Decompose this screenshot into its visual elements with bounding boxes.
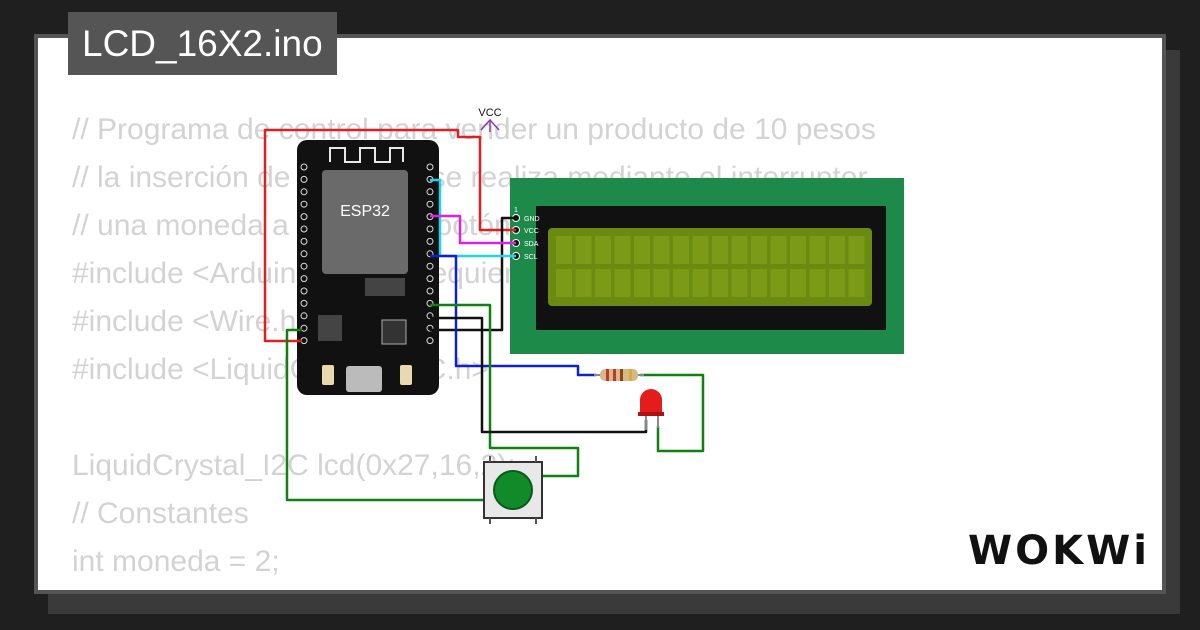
- wire-blue-led: [430, 254, 596, 377]
- esp32-pin[interactable]: [300, 163, 308, 171]
- wire-green-led: [640, 373, 705, 453]
- esp32-pin[interactable]: [426, 163, 434, 171]
- usb-uart-chip: [381, 319, 407, 345]
- lcd-character-cell: [595, 269, 611, 297]
- esp32-shield-tab: [365, 278, 405, 296]
- esp32-pin[interactable]: [300, 324, 308, 332]
- esp32-pin[interactable]: [300, 312, 308, 320]
- file-title: LCD_16X2.ino: [68, 12, 337, 75]
- pushbutton-green[interactable]: [493, 470, 533, 510]
- esp32-pin[interactable]: [300, 237, 308, 245]
- esp32-pin[interactable]: [426, 200, 434, 208]
- esp32-pin[interactable]: [300, 287, 308, 295]
- lcd-character-cell: [595, 236, 611, 264]
- lcd-character-cell: [790, 269, 806, 297]
- esp32-pin[interactable]: [426, 188, 434, 196]
- lcd-character-cell: [692, 236, 709, 264]
- code-line: #include <Wire.h>: [72, 305, 314, 338]
- boot-button[interactable]: [322, 365, 334, 385]
- code-line: // Constantes: [72, 497, 249, 530]
- lcd-character-cell: [614, 236, 631, 264]
- lcd-character-cell: [770, 236, 787, 264]
- esp32-label: ESP32: [340, 203, 390, 220]
- lcd-character-cell: [712, 269, 728, 297]
- usb-port: [346, 366, 382, 392]
- lcd-character-cell: [770, 269, 787, 297]
- wire-red-vin: [263, 128, 516, 343]
- lcd-pin-scl-label: SCL: [524, 254, 538, 261]
- lcd-character-cell: [731, 269, 748, 297]
- lcd-pin-1-label: 1: [514, 207, 518, 214]
- esp32-pin[interactable]: [300, 188, 308, 196]
- vcc-arrow: [480, 118, 500, 132]
- esp32-left-pins: [300, 163, 308, 345]
- esp32-pin[interactable]: [300, 175, 308, 183]
- wokwi-logo: WOKWi: [968, 528, 1150, 574]
- lcd-character-cell: [692, 269, 709, 297]
- red-led[interactable]: [640, 389, 662, 412]
- lcd-character-cell: [751, 269, 767, 297]
- code-line: int moneda = 2;: [72, 545, 280, 578]
- lcd-character-cell: [556, 269, 572, 297]
- wire-black-gnd: [430, 216, 516, 332]
- wire-green-button: [430, 303, 580, 478]
- esp32-module: [322, 170, 408, 274]
- lcd-character-cell: [712, 236, 728, 264]
- red-led-rim: [638, 412, 664, 416]
- lcd-character-cell: [809, 269, 826, 297]
- lcd-character-cell: [673, 269, 689, 297]
- lcd-character-cell: [575, 269, 592, 297]
- esp32-pin[interactable]: [300, 200, 308, 208]
- lcd-pin-gnd-label: GND: [524, 216, 540, 223]
- esp32-pin[interactable]: [300, 299, 308, 307]
- lcd-character-cell: [653, 236, 670, 264]
- lcd-character-cell: [751, 236, 767, 264]
- esp32-pin[interactable]: [300, 213, 308, 221]
- esp32-pin[interactable]: [300, 225, 308, 233]
- lcd-character-cell: [848, 236, 865, 264]
- lcd-character-cell: [634, 236, 650, 264]
- wire-cyan-scl: [430, 178, 516, 258]
- resistor-bands: [606, 369, 632, 381]
- esp32-pin[interactable]: [300, 275, 308, 283]
- lcd-character-cell: [848, 269, 865, 297]
- voltage-regulator: [318, 315, 342, 341]
- esp32-pin[interactable]: [300, 262, 308, 270]
- lcd-character-cell: [614, 269, 631, 297]
- esp32-right-pins: [426, 163, 434, 345]
- esp32-pin[interactable]: [426, 337, 434, 345]
- reset-button[interactable]: [400, 365, 412, 385]
- esp32-pin[interactable]: [426, 225, 434, 233]
- lcd-character-cell: [829, 269, 845, 297]
- lcd-character-cell: [634, 269, 650, 297]
- lcd-pin-sda-label: SDA: [524, 241, 539, 248]
- lcd-character-cell: [809, 236, 826, 264]
- lcd-character-cell: [790, 236, 806, 264]
- wire-green-gnd: [285, 328, 484, 502]
- lcd-character-grid: [556, 236, 865, 297]
- esp32-pin[interactable]: [426, 262, 434, 270]
- esp32-pin[interactable]: [426, 275, 434, 283]
- lcd-character-cell: [673, 236, 689, 264]
- lcd-character-cell: [556, 236, 572, 264]
- esp32-pin[interactable]: [300, 250, 308, 258]
- lcd-pin-vcc-label: VCC: [524, 228, 539, 235]
- lcd-character-cell: [575, 236, 592, 264]
- esp32-antenna: [329, 147, 404, 163]
- pushbutton-legs: [489, 456, 537, 524]
- esp32-pin[interactable]: [426, 287, 434, 295]
- resistor[interactable]: [600, 369, 638, 381]
- wire-magenta-sda: [430, 214, 516, 245]
- lcd-character-cell: [829, 236, 845, 264]
- lcd-character-cell: [731, 236, 748, 264]
- vcc-label: VCC: [478, 107, 501, 119]
- esp32-pin[interactable]: [426, 237, 434, 245]
- lcd-character-cell: [653, 269, 670, 297]
- code-line: LiquidCrystal_I2C lcd(0x27,16,2);: [72, 449, 516, 482]
